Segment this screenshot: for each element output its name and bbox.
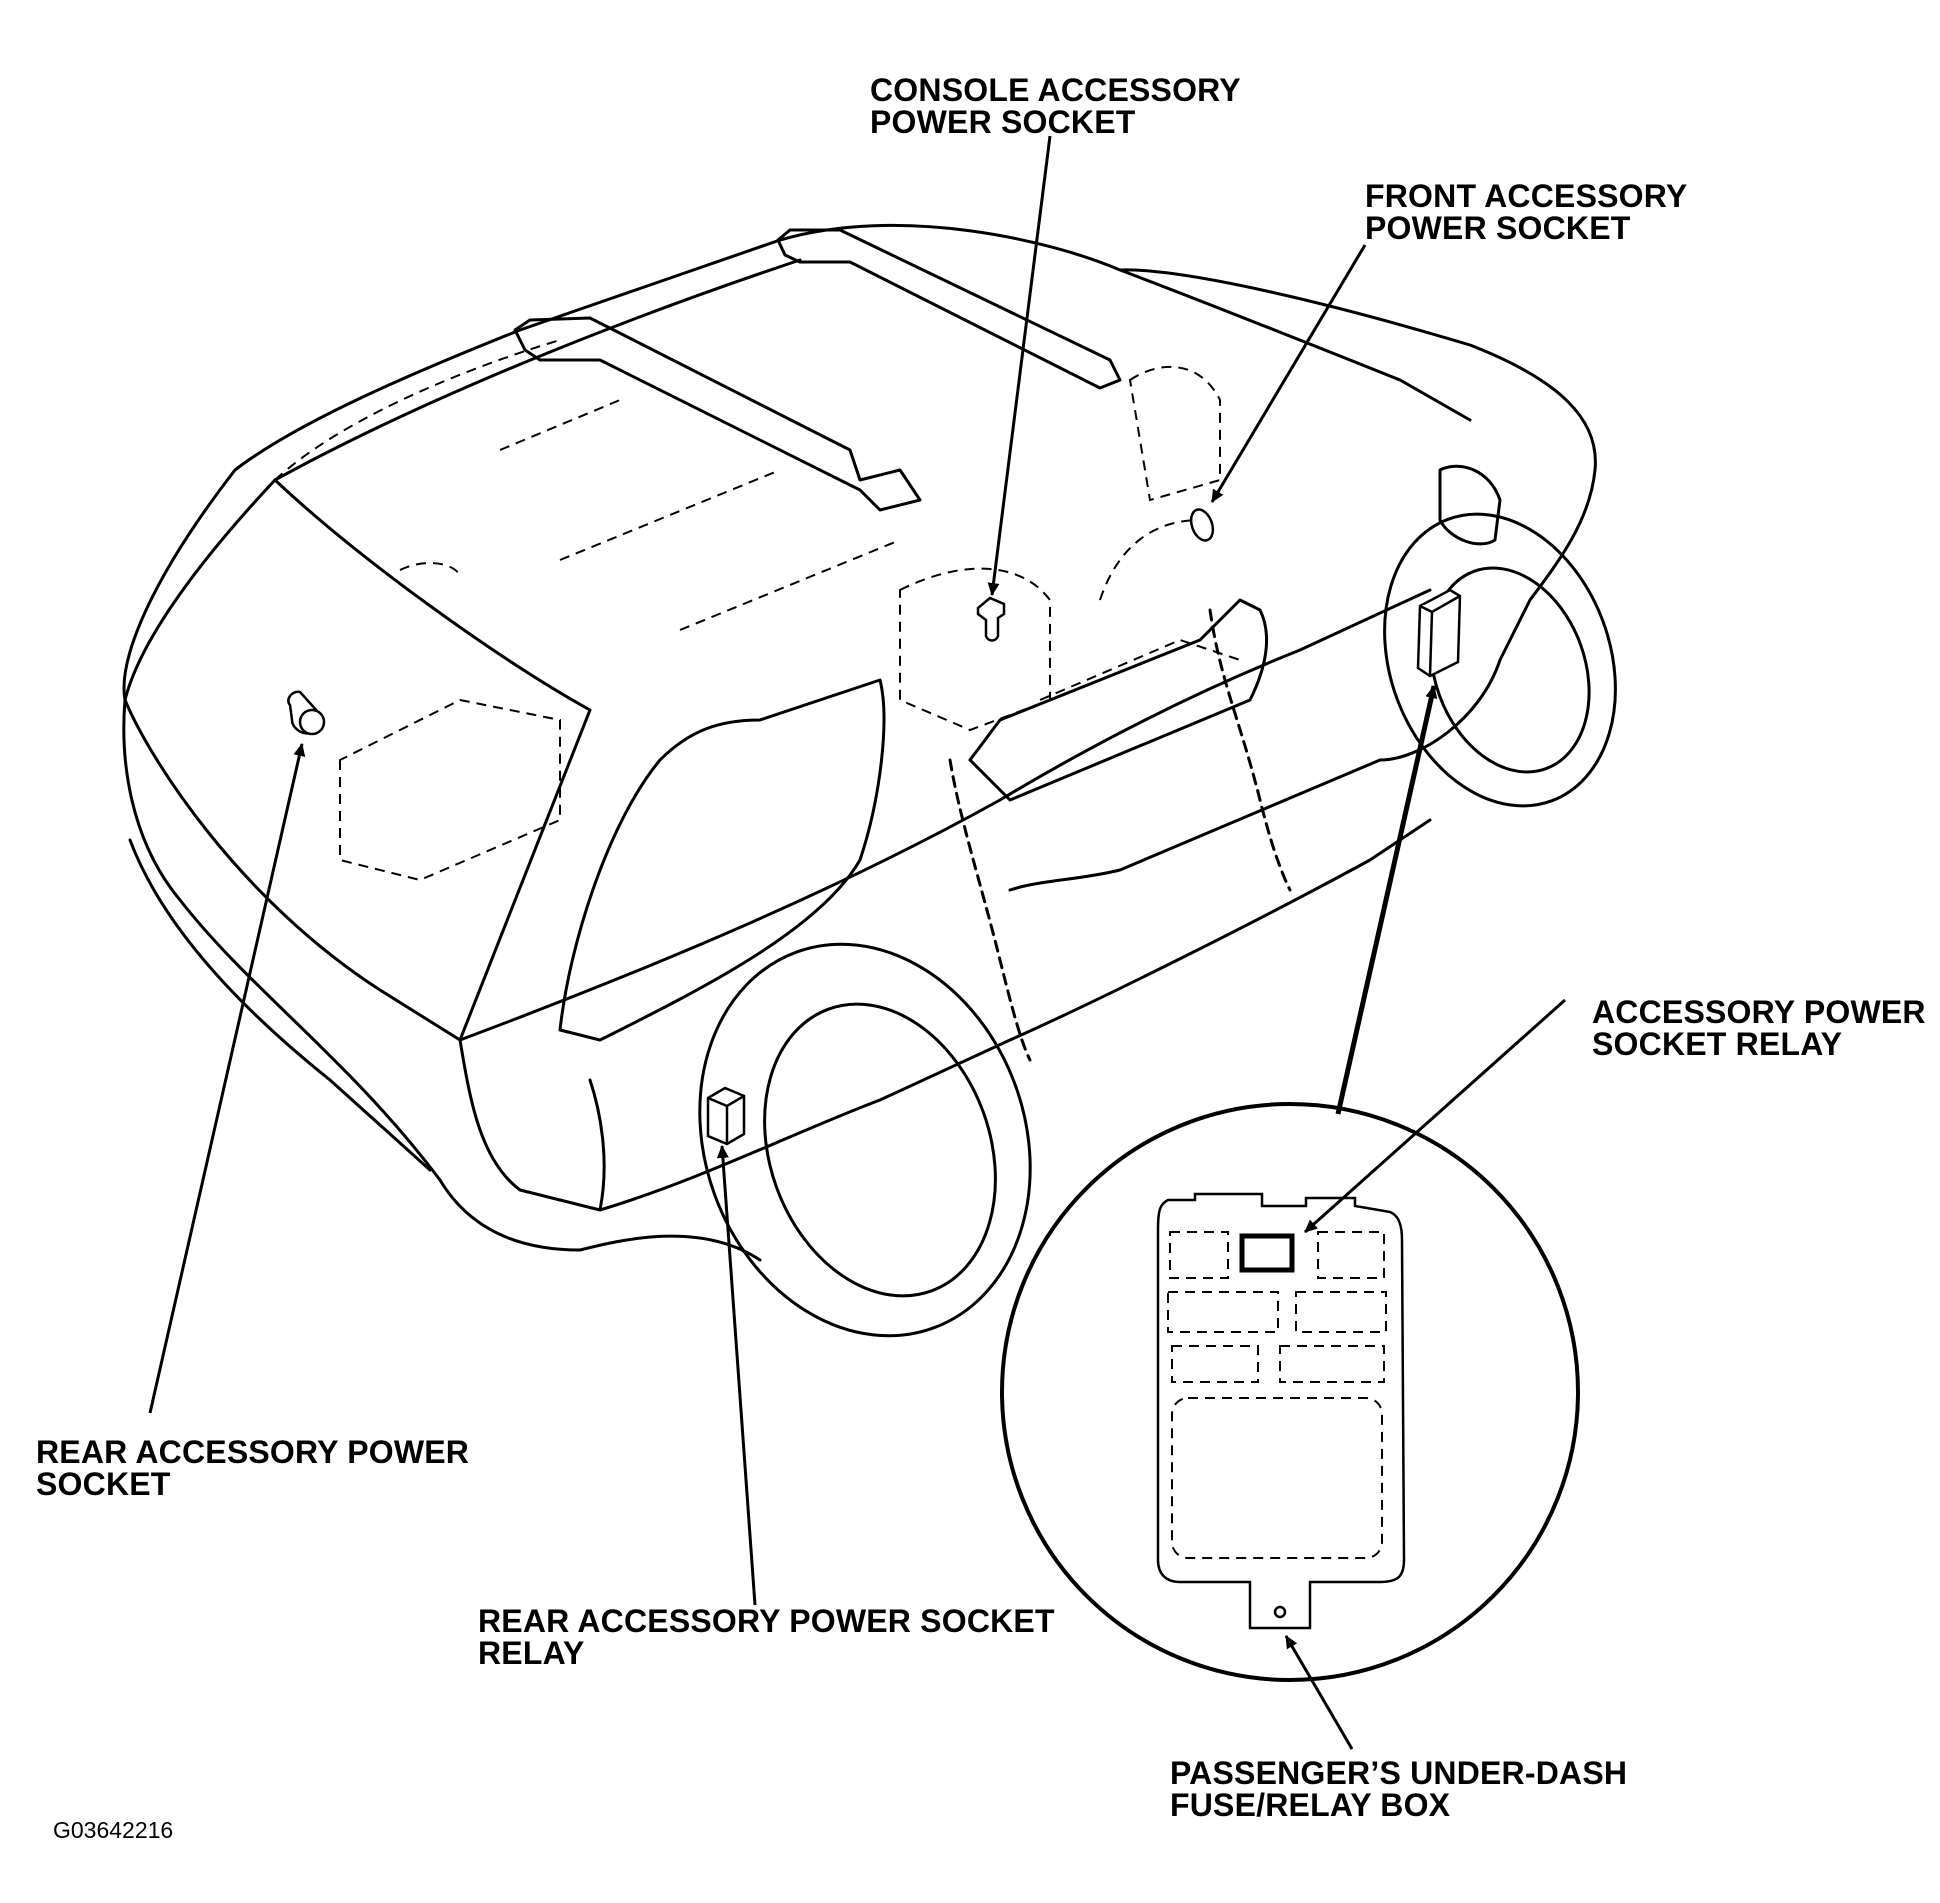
fuse-box-location-marker: [1416, 588, 1462, 678]
fuse-box-label-line1: PASSENGER’S UNDER-DASH: [1170, 1755, 1628, 1791]
front-socket-label: FRONT ACCESSORY POWER SOCKET: [1365, 180, 1687, 244]
vehicle-outline: [122, 223, 1617, 1338]
front-socket-label-line1: FRONT ACCESSORY: [1365, 178, 1688, 214]
rear-socket-label-line2: SOCKET: [36, 1466, 171, 1502]
console-socket-marker: [976, 596, 1006, 642]
rear-socket-marker: [287, 690, 326, 736]
leader-lines: [148, 135, 1566, 1750]
rear-socket-relay-label: REAR ACCESSORY POWER SOCKET RELAY: [478, 1605, 1055, 1669]
fuse-box-internal: [1167, 1231, 1387, 1559]
fuse-box-label-line2: FUSE/RELAY BOX: [1170, 1787, 1451, 1823]
front-socket-marker: [1189, 508, 1215, 542]
console-socket-label: CONSOLE ACCESSORY POWER SOCKET: [870, 74, 1241, 138]
rear-socket-relay-label-line1: REAR ACCESSORY POWER SOCKET: [478, 1603, 1055, 1639]
inset-circle: [1000, 1102, 1580, 1682]
interior-dashed: [274, 339, 1241, 882]
rear-socket-label: REAR ACCESSORY POWER SOCKET: [36, 1436, 469, 1500]
roof-rails: [513, 228, 1122, 512]
rear-socket-label-line1: REAR ACCESSORY POWER: [36, 1434, 470, 1470]
fuse-relay-box: [1156, 1192, 1406, 1630]
front-socket-label-line2: POWER SOCKET: [1365, 210, 1631, 246]
socket-relay-label-line1: ACCESSORY POWER: [1592, 994, 1926, 1030]
figure-id: G03642216: [53, 1817, 174, 1843]
rear-socket-relay-label-line2: RELAY: [478, 1635, 585, 1671]
socket-relay-label: ACCESSORY POWER SOCKET RELAY: [1592, 996, 1926, 1060]
socket-relay-label-line2: SOCKET RELAY: [1592, 1026, 1843, 1062]
console-socket-label-line2: POWER SOCKET: [870, 104, 1136, 140]
fuse-box-label: PASSENGER’S UNDER-DASH FUSE/RELAY BOX: [1170, 1757, 1627, 1821]
console-socket-label-line1: CONSOLE ACCESSORY: [870, 72, 1241, 108]
rear-socket-relay-marker: [706, 1086, 746, 1146]
